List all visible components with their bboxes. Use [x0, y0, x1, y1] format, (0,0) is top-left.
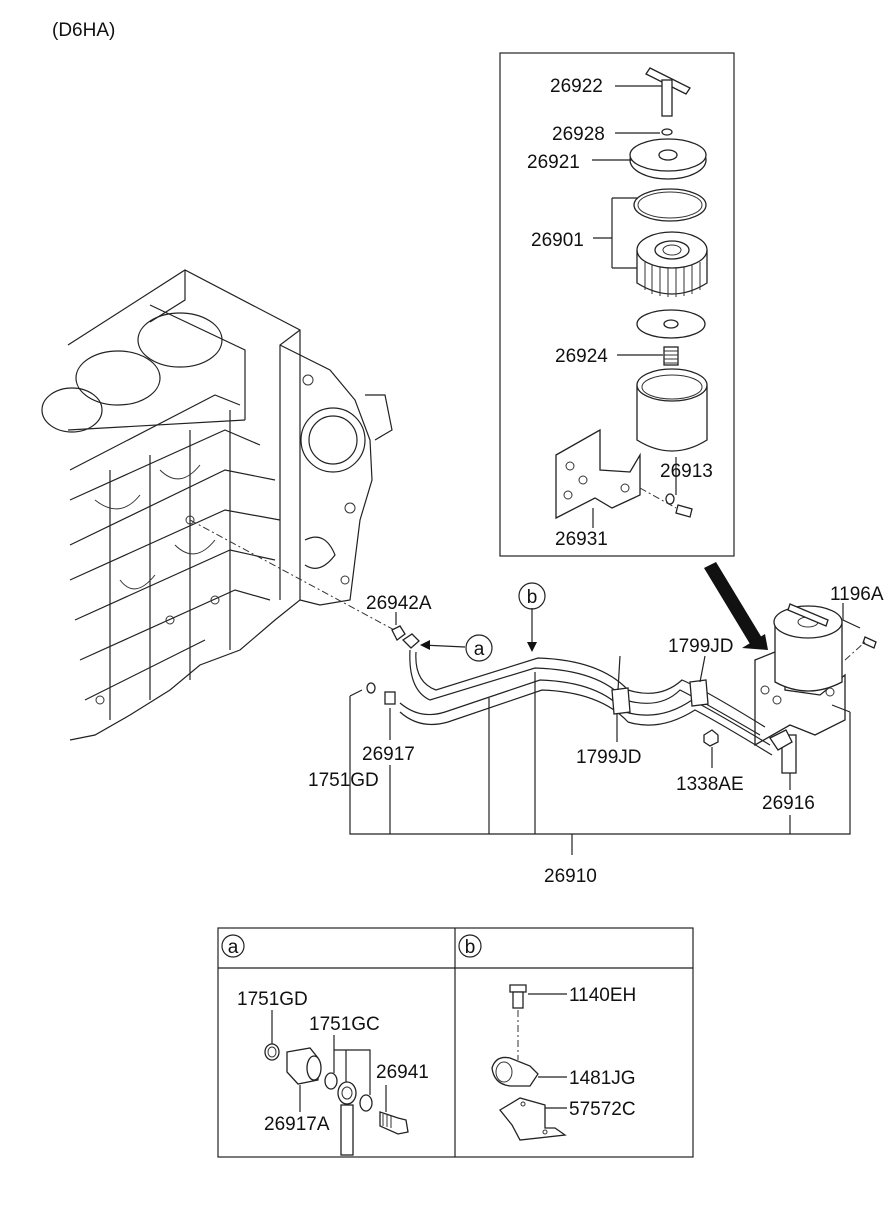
assembly-bracket-lines [349, 603, 861, 855]
detail-a-illustration [264, 1010, 409, 1156]
svg-text:b: b [527, 587, 538, 608]
filter-assembly-illustration [703, 603, 877, 774]
svg-text:a: a [474, 639, 485, 660]
diagram-title: (D6HA) [52, 20, 115, 41]
filter-parts-illustration [555, 67, 708, 520]
detail-a-header: a [221, 934, 245, 958]
label-26913: 26913 [660, 461, 713, 482]
label-26901: 26901 [531, 230, 584, 251]
label-26922: 26922 [550, 76, 603, 97]
label-1799JD-bottom: 1799JD [576, 747, 642, 768]
detail-b-illustration [491, 984, 567, 1141]
ref-circle-b: b [518, 582, 546, 610]
label-1799JD-top: 1799JD [668, 636, 734, 657]
engine-block-illustration [41, 269, 399, 741]
detail-b-header: b [458, 934, 482, 958]
svg-text:b: b [465, 937, 476, 958]
detail-b-label-1481JG: 1481JG [569, 1068, 636, 1089]
label-26942A: 26942A [366, 593, 432, 614]
oil-cooler-lines [366, 625, 773, 756]
reference-arrows [420, 608, 537, 652]
detail-a-label-1751GD: 1751GD [237, 989, 308, 1010]
label-26917: 26917 [362, 744, 415, 765]
label-26924: 26924 [555, 346, 608, 367]
ref-circle-a: a [465, 634, 493, 662]
detail-a-label-1751GC: 1751GC [309, 1014, 380, 1035]
detail-a-label-26917A: 26917A [264, 1114, 330, 1135]
svg-text:a: a [228, 937, 239, 958]
filter-leader-lines [592, 85, 677, 528]
label-26928: 26928 [552, 124, 605, 145]
label-26921: 26921 [527, 152, 580, 173]
label-1338AE: 1338AE [676, 774, 744, 795]
label-26931: 26931 [555, 529, 608, 550]
detail-b-label-1140EH: 1140EH [569, 985, 636, 1006]
detail-table [217, 927, 694, 1158]
callout-arrow-icon [704, 562, 762, 644]
detail-b-label-57572C: 57572C [569, 1099, 636, 1120]
label-26910: 26910 [544, 866, 597, 887]
label-1751GD: 1751GD [308, 770, 379, 791]
detail-a-label-26941: 26941 [376, 1062, 429, 1083]
filter-assembly-inset [499, 52, 735, 557]
label-1196A: 1196A [830, 584, 884, 605]
label-26916: 26916 [762, 793, 815, 814]
